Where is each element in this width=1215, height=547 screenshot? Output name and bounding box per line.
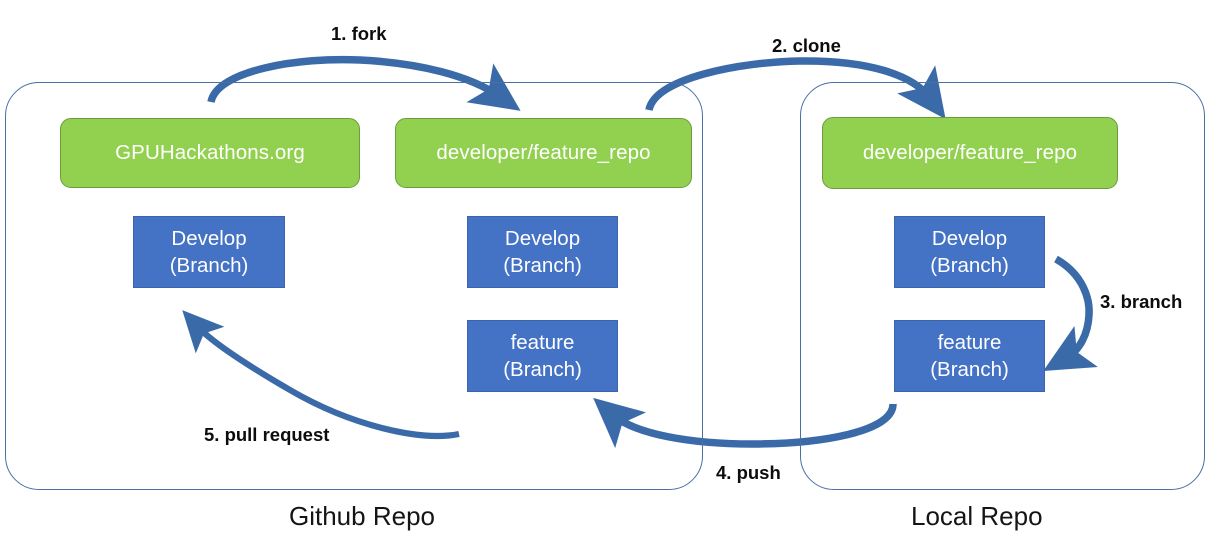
- branch-label-line1: feature: [937, 330, 1002, 354]
- branch-box-fork-feature[interactable]: feature (Branch): [467, 320, 618, 392]
- step-label-clone: 2. clone: [772, 35, 841, 56]
- step-label-fork: 1. fork: [331, 23, 387, 44]
- branch-label-line2: (Branch): [930, 358, 1009, 381]
- branch-label-line1: feature: [510, 330, 575, 354]
- caption-github-repo: Github Repo: [289, 501, 435, 531]
- branch-label-line2: (Branch): [503, 358, 582, 381]
- caption-local-repo: Local Repo: [911, 501, 1043, 531]
- branch-box-fork-develop[interactable]: Develop (Branch): [467, 216, 618, 288]
- branch-label-line1: Develop: [171, 226, 247, 250]
- repo-pill-upstream[interactable]: GPUHackathons.org: [60, 118, 360, 188]
- repo-pill-local[interactable]: developer/feature_repo: [822, 117, 1118, 189]
- repo-pill-fork[interactable]: developer/feature_repo: [395, 118, 692, 188]
- github-repo-container: [5, 82, 703, 490]
- local-repo-container: [800, 82, 1205, 490]
- branch-label-line1: Develop: [931, 226, 1008, 250]
- branch-box-local-feature[interactable]: feature (Branch): [894, 320, 1045, 392]
- branch-label-line2: (Branch): [169, 254, 249, 277]
- repo-pill-fork-label: developer/feature_repo: [436, 141, 651, 164]
- branch-label-line2: (Branch): [503, 254, 582, 277]
- repo-pill-upstream-label: GPUHackathons.org: [115, 141, 305, 164]
- repo-pill-local-label: developer/feature_repo: [862, 141, 1078, 164]
- branch-box-upstream-develop[interactable]: Develop (Branch): [133, 216, 285, 288]
- step-label-pull-request: 5. pull request: [204, 424, 330, 445]
- step-label-push: 4. push: [716, 462, 781, 483]
- branch-label-line2: (Branch): [930, 254, 1009, 277]
- step-label-branch: 3. branch: [1100, 291, 1183, 312]
- branch-label-line1: Develop: [504, 226, 581, 250]
- branch-box-local-develop[interactable]: Develop (Branch): [894, 216, 1045, 288]
